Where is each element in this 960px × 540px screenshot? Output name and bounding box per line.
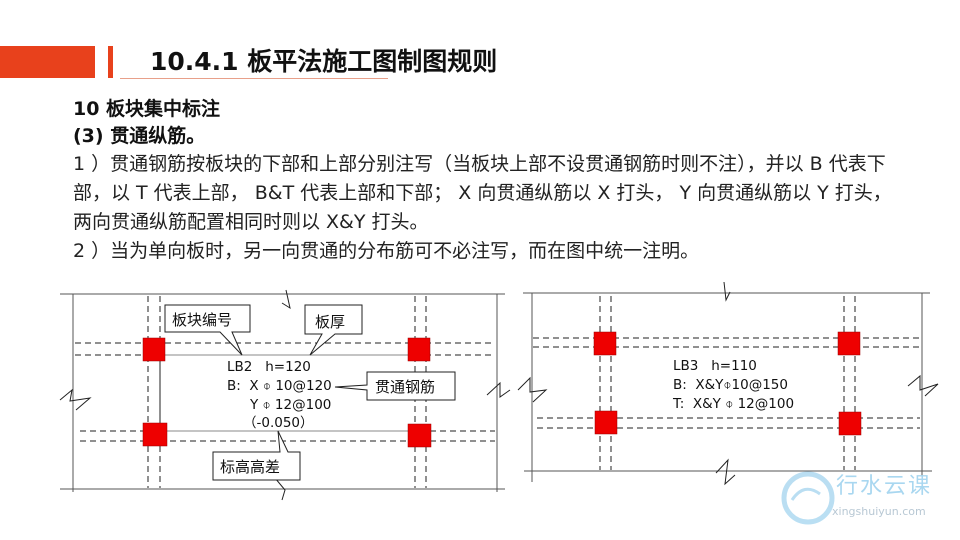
right-slab-id: LB3 h=110 [673,358,757,374]
column-marker [837,331,861,356]
callout-slab-no-box [164,304,251,356]
column-marker [407,423,432,448]
paragraph-2: 2 ）当为单向板时，另一向贯通的分布筋可不必注写，而在图中统一注明。 [73,240,700,262]
right-bottom-rebar: B: X&Y⌽10@150 [673,377,788,393]
section-heading: 10 板块集中标注 [73,98,221,120]
paragraph-1: 1 ）贯通钢筋按板块的下部和上部分别注写（当板块上部不设贯通钢筋时则不注），并以… [73,153,892,233]
callout-elevation-box [212,430,301,481]
left-columns [142,337,432,448]
left-callouts [164,304,456,481]
watermark-url: xingshuiyun.com [832,505,926,518]
left-slab-id: LB2 h=120 [227,359,311,375]
callout-thickness: 板厚 [315,313,345,331]
callout-slab-no: 板块编号 [172,311,232,329]
column-marker [407,337,431,362]
header-accent-divider [108,46,113,78]
right-top-rebar: T: X&Y ⌽ 12@100 [672,396,794,412]
callout-rebar: 贯通钢筋 [375,378,435,396]
header-accent-bar [0,46,95,78]
body-text: 10 板块集中标注 (3) 贯通纵筋。 1 ）贯通钢筋按板块的下部和上部分别注写… [73,96,903,266]
column-marker [142,422,168,447]
column-marker [142,337,166,362]
callout-thickness-box [304,304,363,356]
watermark-logo-icon [781,471,835,525]
right-columns [593,331,862,436]
callout-elevation: 标高高差 [220,458,280,476]
left-bottom-x: B: X ⌽ 10@120 [227,378,332,394]
title-underline [120,78,388,79]
callout-rebar-box [334,371,456,401]
left-elevation: （-0.050） [243,415,314,431]
watermark-text: 行水云课 [836,474,933,499]
section-subheading: (3) 贯通纵筋。 [73,125,206,147]
column-marker [594,410,618,435]
column-marker [593,331,617,356]
page-title: 10.4.1 板平法施工图制图规则 [150,47,498,76]
left-bottom-y: Y ⌽ 12@100 [249,397,331,413]
column-marker [838,411,862,436]
